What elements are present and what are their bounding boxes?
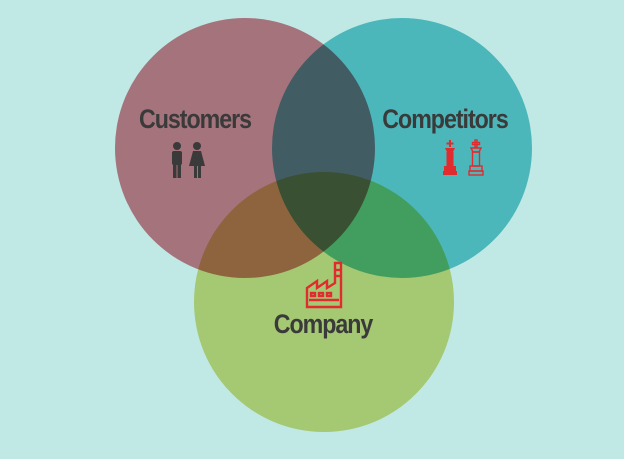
chess-pieces-icon <box>443 139 484 176</box>
customers-label: Customers <box>138 104 252 134</box>
people-icon <box>172 142 205 178</box>
factory-icon <box>305 261 343 309</box>
company-label: Company <box>273 309 374 339</box>
competitors-label: Competitors <box>382 104 508 134</box>
company-circle <box>194 172 454 432</box>
